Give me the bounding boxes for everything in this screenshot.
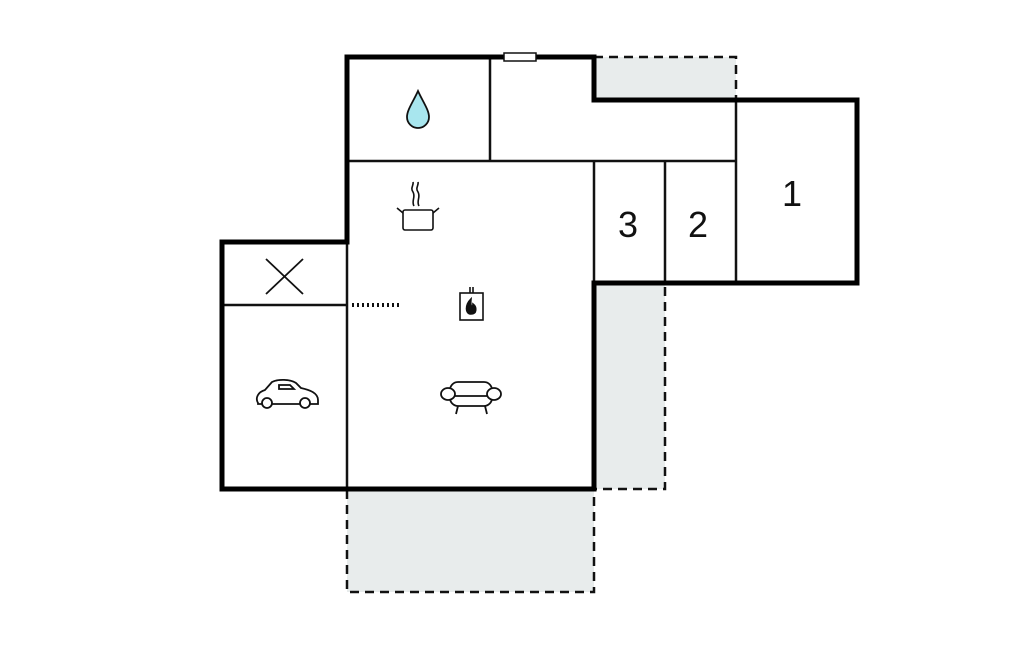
car-icon — [255, 378, 319, 409]
sofa-icon — [440, 381, 502, 415]
exterior-walls — [219, 54, 860, 492]
terrace-bottom — [345, 487, 596, 594]
fireplace-icon — [459, 287, 484, 321]
room-label-2: 2 — [688, 204, 708, 245]
water-drop-icon — [406, 88, 430, 129]
room-label-3: 3 — [618, 204, 638, 245]
cooking-pot-icon — [396, 181, 440, 231]
cross-icon — [265, 258, 304, 295]
window — [503, 52, 537, 62]
interior-walls — [222, 57, 738, 489]
terraces — [345, 55, 738, 594]
terrace-right — [592, 281, 667, 491]
terrace-top — [592, 55, 738, 102]
room-label-1: 1 — [782, 173, 802, 214]
